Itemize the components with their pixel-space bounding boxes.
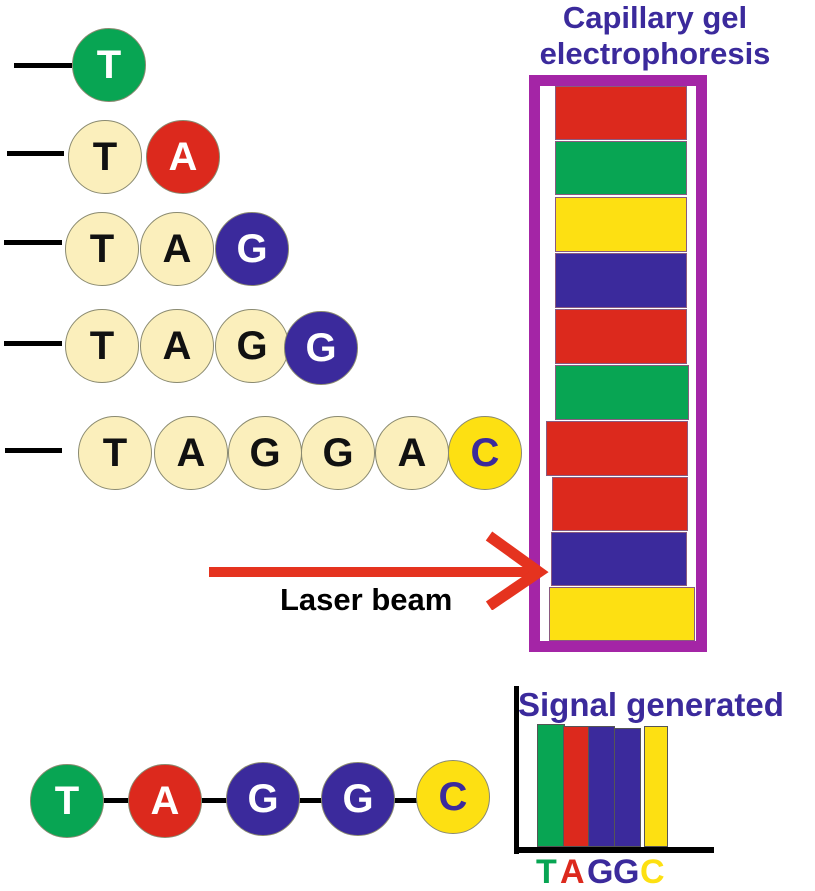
gel-title-line-2: electrophoresis: [539, 36, 771, 71]
strand-tail: [14, 63, 72, 68]
nucleotide-t: T: [78, 416, 152, 490]
strand-tail: [5, 448, 62, 453]
gel-band-red: [546, 421, 688, 476]
nucleotide-t: T: [68, 120, 142, 194]
nucleotide-g: G: [301, 416, 375, 490]
strand-tail: [4, 240, 62, 245]
gel-title: Capillary gel electrophoresis: [505, 0, 805, 72]
nucleotide-a: A: [154, 416, 228, 490]
signal-letter-g: G: [587, 853, 614, 891]
strand-tail: [4, 341, 62, 346]
gel-band-yellow: [549, 587, 695, 641]
signal-peak-g: [588, 726, 615, 847]
signal-peak-g: [614, 728, 641, 847]
signal-letter-c: C: [640, 853, 665, 891]
gel-band-blue: [555, 253, 687, 308]
gel-band-green: [555, 141, 687, 195]
sequence-nucleotide-g: G: [321, 762, 395, 836]
nucleotide-g: G: [215, 309, 289, 383]
signal-x-axis: [514, 847, 714, 853]
signal-letter-a: A: [560, 853, 585, 891]
nucleotide-g-terminal: G: [284, 311, 358, 385]
gel-band-green: [555, 365, 689, 420]
nucleotide-t: T: [72, 28, 146, 102]
sequence-nucleotide-c: C: [416, 760, 490, 834]
sequence-nucleotide-t: T: [30, 764, 104, 838]
sequence-nucleotide-g: G: [226, 762, 300, 836]
strand-tail: [7, 151, 64, 156]
nucleotide-a-terminal: A: [146, 120, 220, 194]
gel-band-red: [555, 86, 687, 140]
nucleotide-a: A: [140, 309, 214, 383]
nucleotide-c-terminal: C: [448, 416, 522, 490]
gel-band-blue: [551, 532, 687, 586]
sequence-nucleotide-a: A: [128, 764, 202, 838]
signal-letter-g: G: [613, 853, 640, 891]
gel-band-red: [555, 309, 687, 364]
nucleotide-g-terminal: G: [215, 212, 289, 286]
gel-title-line-1: Capillary gel: [562, 0, 748, 35]
signal-title: Signal generated: [518, 686, 784, 723]
gel-band-red: [552, 477, 688, 531]
nucleotide-t: T: [65, 309, 139, 383]
laser-beam-arrow: [209, 531, 549, 610]
nucleotide-t: T: [65, 212, 139, 286]
gel-band-yellow: [555, 197, 687, 252]
signal-peak-t: [537, 724, 565, 847]
signal-peak-a: [563, 726, 589, 847]
nucleotide-g: G: [228, 416, 302, 490]
signal-y-axis: [514, 686, 519, 854]
signal-letter-t: T: [536, 853, 557, 891]
nucleotide-a: A: [140, 212, 214, 286]
nucleotide-a: A: [375, 416, 449, 490]
laser-beam-label: Laser beam: [280, 582, 453, 617]
signal-peak-c: [644, 726, 668, 847]
